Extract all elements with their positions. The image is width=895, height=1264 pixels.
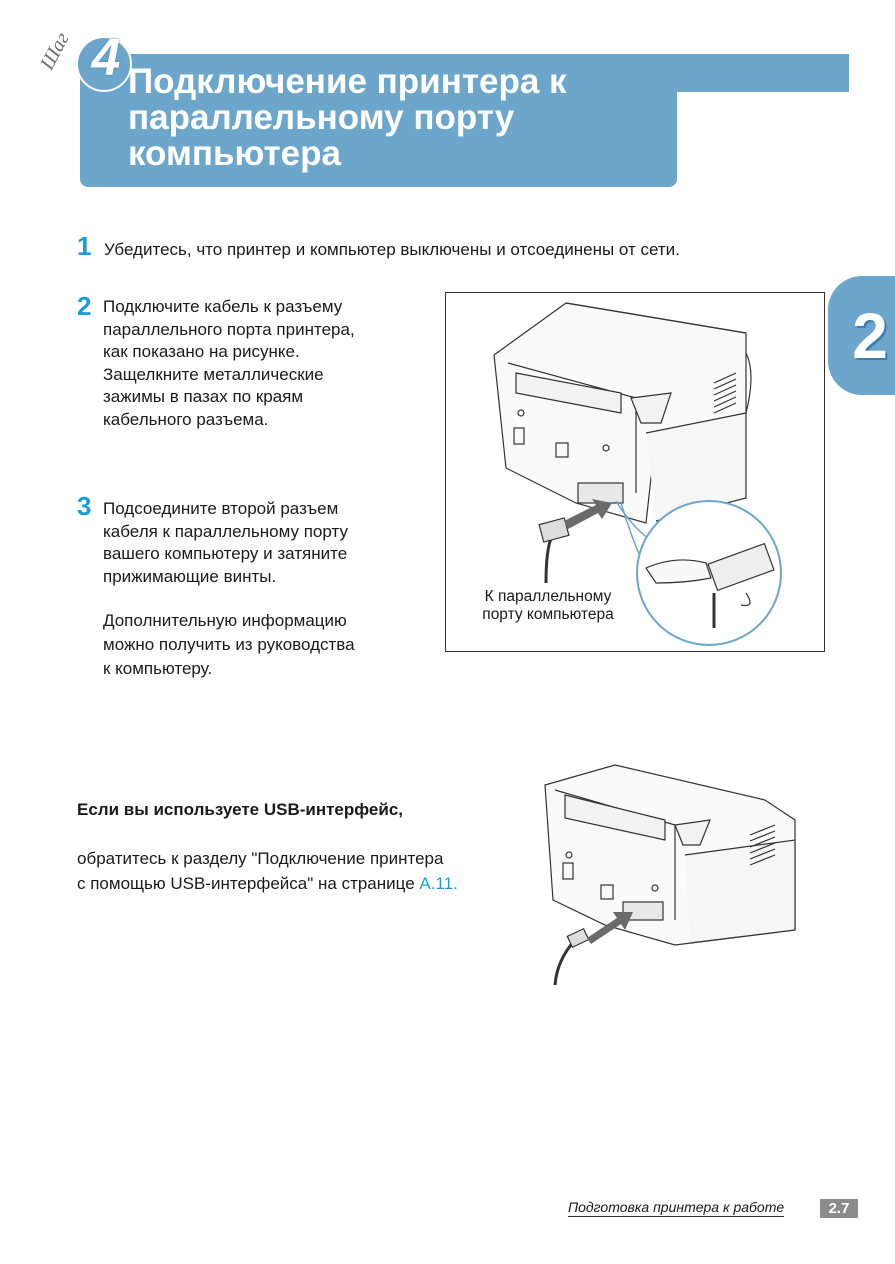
title-line-1: Подключение принтера к <box>128 62 567 101</box>
usb-connection-figure <box>525 760 805 990</box>
figure-caption: К параллельному порту компьютера <box>468 588 628 624</box>
step-2-line: как показано на рисунке. <box>103 342 300 361</box>
step-badge <box>76 36 132 92</box>
title-line-3: компьютера <box>128 134 341 173</box>
chapter-tab <box>828 276 895 395</box>
step-3-line: кабеля к параллельному порту <box>103 521 348 541</box>
printer-parallel-illustration <box>493 302 782 646</box>
caption-line-1: К параллельному <box>484 588 612 605</box>
step-3-number: 3 <box>77 491 92 521</box>
step-3-line: прижимающие винты. <box>103 566 277 586</box>
step-1-number: 1 <box>77 231 92 261</box>
usb-line-2: с помощью USB-интерфейса" на странице A.… <box>77 871 458 896</box>
step-2-line: кабельного разъема. <box>103 409 269 429</box>
step-word: Шаг <box>36 29 74 74</box>
caption-line-2: порту компьютера <box>482 606 614 623</box>
parallel-connection-figure <box>445 292 825 652</box>
step-3-text: Подсоедините второй разъем кабеля к пара… <box>103 498 348 588</box>
header-band-right <box>676 54 849 92</box>
step-2-text: Подключите кабель к разъему параллельног… <box>103 296 355 431</box>
note-line: можно получить из руководства <box>103 635 355 654</box>
step-number: 4 <box>91 29 121 87</box>
usb-paragraph: обратитесь к разделу "Подключение принте… <box>77 846 458 896</box>
usb-line-2-text: с помощью USB-интерфейса" на странице <box>77 874 420 893</box>
page-number: 2.7 <box>820 1199 858 1218</box>
title-line-2: параллельному порту <box>128 98 515 137</box>
chapter-number: 2 <box>852 300 888 372</box>
step-3-line: Подсоедините второй разъем <box>103 499 339 518</box>
step-2-line: Подключите кабель к разъему <box>103 297 343 316</box>
step-2-line: Защелкните металлические <box>103 364 324 384</box>
page-title: Подключение принтера к параллельному пор… <box>128 64 668 172</box>
footer-section-title: Подготовка принтера к работе <box>568 1199 785 1217</box>
note-line: Дополнительную информацию <box>103 611 347 630</box>
page-reference-link[interactable]: A.11. <box>419 874 458 893</box>
step-1-text: Убедитесь, что принтер и компьютер выклю… <box>104 240 680 259</box>
step-2-line: зажимы в пазах по краям <box>103 387 304 406</box>
step-2-line: параллельного порта принтера, <box>103 319 355 339</box>
usb-heading: Если вы используете USB-интерфейс, <box>77 800 404 819</box>
note-line: к компьютеру. <box>103 659 213 678</box>
step-3-line: вашего компьютеру и затяните <box>103 544 348 563</box>
printer-usb-illustration <box>544 764 796 986</box>
header-band <box>80 54 677 187</box>
usb-line-1: обратитесь к разделу "Подключение принте… <box>77 849 444 868</box>
additional-info-note: Дополнительную информацию можно получить… <box>103 609 355 681</box>
step-2-number: 2 <box>77 291 92 321</box>
